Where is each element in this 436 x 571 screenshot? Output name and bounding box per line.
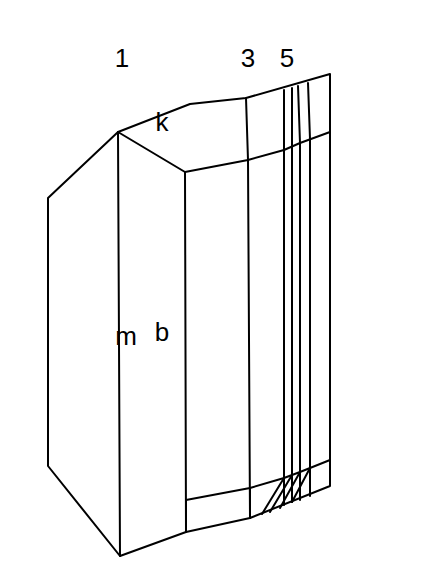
callout-number: 5 — [280, 45, 294, 71]
face-letter: k — [156, 109, 169, 135]
callout-number: 3 — [241, 45, 255, 71]
face-letter: m — [115, 323, 137, 349]
face-letter: b — [155, 319, 169, 345]
callout-number: 1 — [115, 45, 129, 71]
